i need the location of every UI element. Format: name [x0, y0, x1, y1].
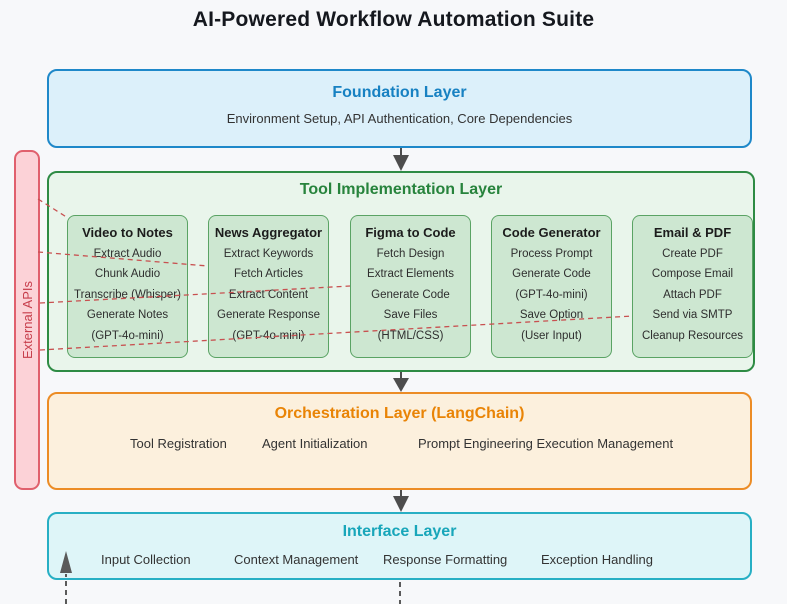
tool-item: Generate Code	[512, 268, 591, 281]
tool-item: (HTML/CSS)	[377, 329, 444, 342]
foundation-layer-title: Foundation Layer	[332, 84, 467, 101]
orchestration-item: Prompt Engineering Execution Management	[418, 436, 674, 451]
tool-box-figma-to-code: Figma to Code Fetch Design Extract Eleme…	[350, 215, 471, 358]
tool-box-video-to-notes: Video to Notes Extract Audio Chunk Audio…	[67, 215, 188, 358]
tool-item: (GPT-4o-mini)	[91, 329, 164, 342]
interface-layer-box: Interface Layer Input Collection Context…	[47, 512, 752, 580]
tool-item: Extract Content	[228, 288, 309, 301]
tool-item: Attach PDF	[663, 288, 722, 301]
tool-box-title: Code Generator	[502, 225, 601, 240]
tool-item: Save Files	[383, 309, 438, 322]
orchestration-item: Tool Registration	[130, 436, 227, 451]
down-arrow-icon	[393, 148, 409, 171]
tool-item: (User Input)	[521, 329, 582, 342]
tool-item: Process Prompt	[510, 248, 593, 260]
page-title: AI-Powered Workflow Automation Suite	[192, 8, 595, 31]
tool-implementation-layer-title: Tool Implementation Layer	[299, 181, 503, 198]
tool-item: Transcribe (Whisper)	[74, 288, 181, 301]
tool-box-title: Figma to Code	[365, 225, 456, 240]
orchestration-item: Agent Initialization	[262, 436, 368, 451]
tool-item: Send via SMTP	[652, 309, 733, 322]
tool-item: Extract Elements	[367, 268, 454, 281]
tool-item: Generate Notes	[86, 309, 169, 322]
tool-box-title: Video to Notes	[82, 225, 173, 240]
tool-item: (GPT-4o-mini)	[515, 288, 588, 301]
tool-item: Generate Code	[371, 288, 450, 301]
tool-item: Cleanup Resources	[641, 329, 743, 342]
foundation-layer-subtitle: Environment Setup, API Authentication, C…	[226, 111, 573, 126]
tool-item: Create PDF	[662, 248, 723, 260]
orchestration-layer-box: Orchestration Layer (LangChain) Tool Reg…	[47, 392, 752, 490]
orchestration-layer-title: Orchestration Layer (LangChain)	[274, 405, 525, 422]
tool-item: (GPT-4o-mini)	[232, 329, 305, 342]
tool-item: Fetch Design	[376, 248, 445, 260]
external-apis-label: External APIs	[19, 280, 35, 360]
external-apis-box: External APIs	[14, 150, 40, 490]
tool-item: Chunk Audio	[94, 268, 161, 281]
tool-box-news-aggregator: News Aggregator Extract Keywords Fetch A…	[208, 215, 329, 358]
tool-box-title: Email & PDF	[653, 225, 732, 240]
interface-item: Input Collection	[101, 552, 191, 567]
tool-box-email-pdf: Email & PDF Create PDF Compose Email Att…	[632, 215, 753, 358]
tool-implementation-layer-box: Tool Implementation Layer Video to Notes…	[47, 171, 755, 372]
tool-item: Compose Email	[651, 268, 734, 281]
tool-item: Generate Response	[217, 309, 320, 322]
interface-item: Context Management	[234, 552, 359, 567]
tool-item: Extract Keywords	[223, 248, 314, 260]
down-arrow-icon	[393, 372, 409, 392]
tool-item: Save Option	[519, 309, 584, 322]
tool-item: Fetch Articles	[233, 268, 304, 281]
foundation-layer-box: Foundation Layer Environment Setup, API …	[47, 69, 752, 148]
interface-item: Exception Handling	[541, 552, 654, 567]
tool-item: Extract Audio	[93, 248, 162, 260]
down-arrow-icon	[393, 490, 409, 512]
tool-box-code-generator: Code Generator Process Prompt Generate C…	[491, 215, 612, 358]
tool-box-title: News Aggregator	[214, 225, 323, 240]
interface-item: Response Formatting	[383, 552, 508, 567]
interface-layer-title: Interface Layer	[342, 523, 457, 540]
